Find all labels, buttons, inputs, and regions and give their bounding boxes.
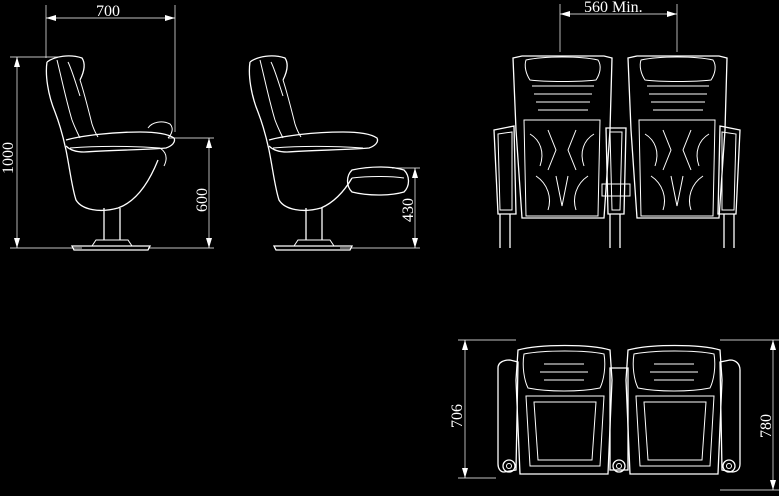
front-chair-left — [512, 55, 613, 219]
front-chair-right — [627, 55, 728, 219]
plan-view: 706 780 — [449, 339, 779, 491]
dim-side-height: 1000 — [0, 142, 17, 174]
dim-folded-seat-height: 430 — [400, 198, 417, 222]
front-armrests — [493, 125, 741, 248]
side-view-seat-down: 430 — [248, 55, 420, 251]
dim-plan-depth-folded: 706 — [449, 404, 466, 428]
front-view: 560 Min. — [493, 0, 741, 248]
dim-side-width: 700 — [96, 3, 120, 20]
plan-armrests — [497, 359, 741, 473]
plan-chair-right — [625, 344, 723, 475]
side-view-seat-up: 700 1000 600 — [0, 3, 214, 251]
plan-chair-left — [515, 344, 613, 475]
dim-plan-depth-open: 780 — [758, 414, 775, 438]
dim-seat-height: 600 — [194, 188, 211, 212]
dim-seat-spacing: 560 Min. — [584, 0, 643, 16]
